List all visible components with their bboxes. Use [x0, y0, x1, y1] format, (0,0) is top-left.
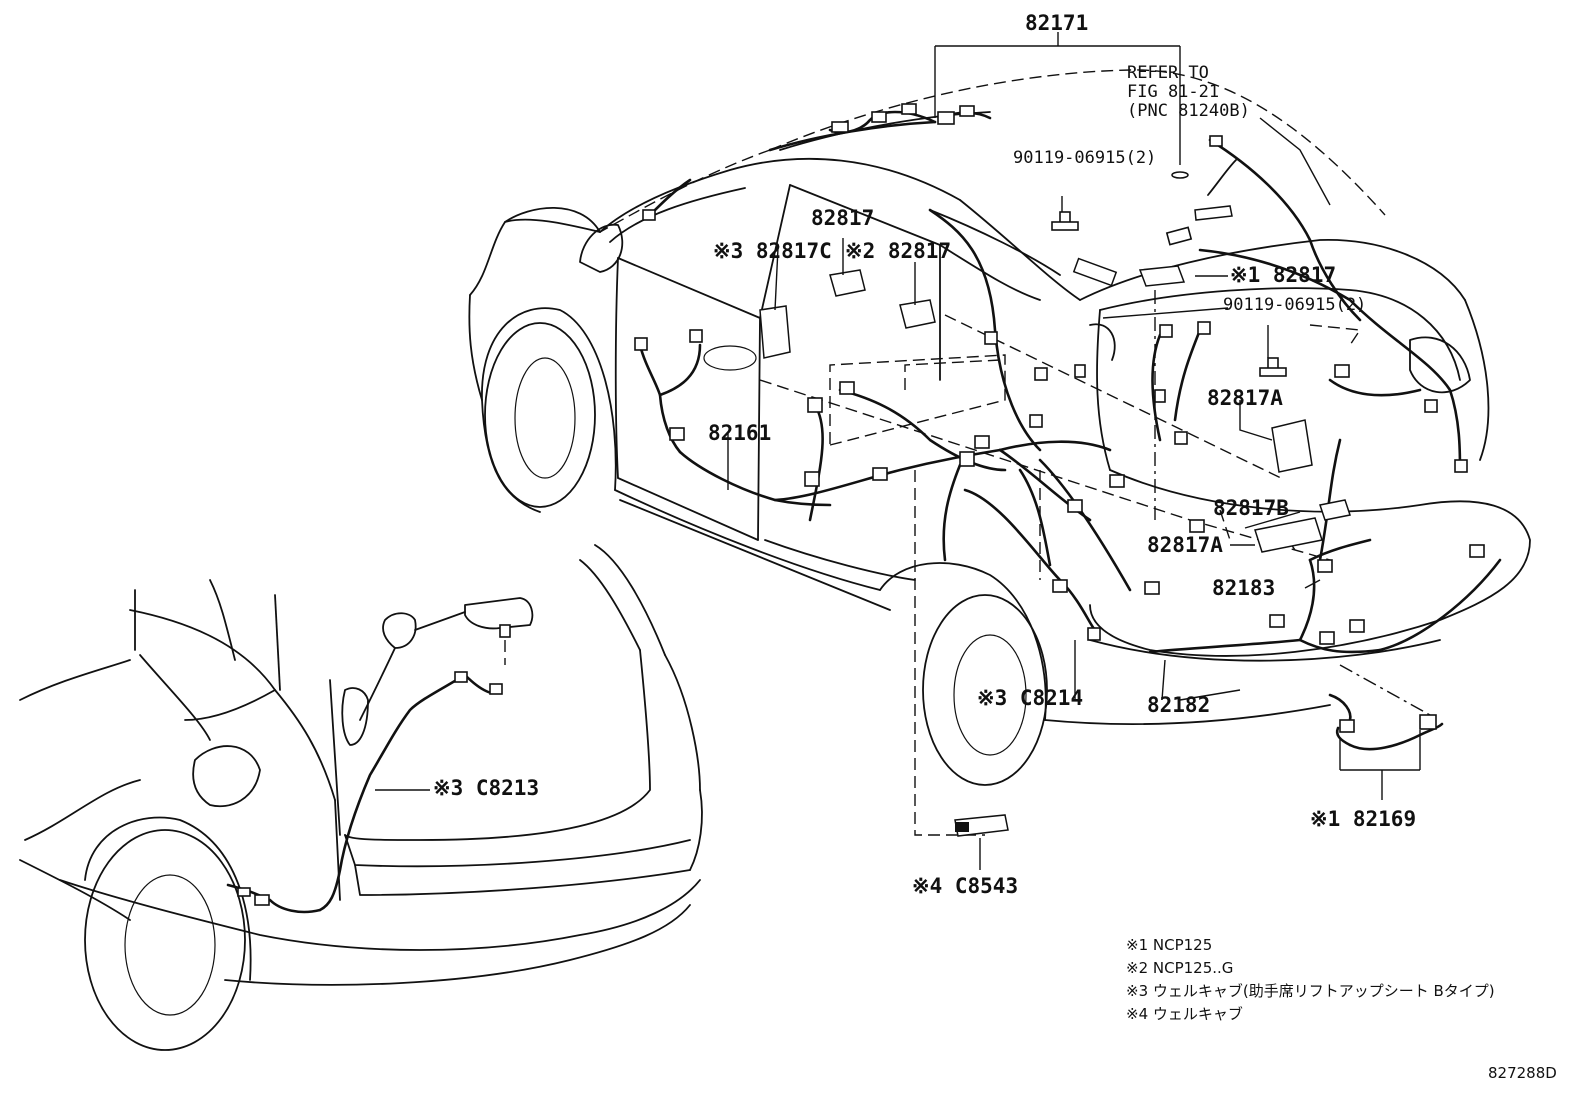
note-1: ※1 NCP125 — [1126, 936, 1212, 954]
callout-82817b: 82817B — [1213, 496, 1289, 520]
notes-legend: ※1 NCP125 ※2 NCP125..G ※3 ウェルキャブ(助手席リフトア… — [1126, 936, 1557, 1082]
note-3: ※3 ウェルキャブ(助手席リフトアップシート Bタイプ) — [1126, 982, 1495, 1000]
callout-82182: 82182 — [1147, 693, 1210, 717]
pads — [759, 159, 1351, 837]
callout-82817c: ※3 82817C — [713, 239, 832, 263]
figure-code: 827288D — [1488, 1064, 1557, 1082]
callout-c8213: ※3 C8213 — [433, 776, 539, 800]
callout-82161: 82161 — [708, 421, 771, 445]
callout-labels: 82171 REFER TO FIG 81-21 (PNC 81240B) 90… — [433, 11, 1416, 898]
callout-refer-line3: (PNC 81240B) — [1127, 101, 1250, 121]
callout-82817a-lower: 82817A — [1147, 533, 1223, 557]
inset-rear-view — [19, 544, 703, 1051]
callout-c8214: ※3 C8214 — [977, 686, 1083, 710]
callout-82817: 82817 — [811, 206, 874, 230]
note-4: ※4 ウェルキャブ — [1126, 1005, 1243, 1023]
callout-refer-line1: REFER TO — [1127, 63, 1209, 83]
bolt-upper — [1051, 211, 1079, 231]
callout-bolt-rear: 90119-06915(2) — [1223, 295, 1366, 315]
leader-lines — [375, 32, 1421, 870]
bolt-rear — [1259, 357, 1287, 377]
callout-82169: ※1 82169 — [1310, 807, 1416, 831]
callout-82171: 82171 — [1025, 11, 1088, 35]
connectors — [634, 103, 1485, 733]
callout-bolt-upper: 90119-06915(2) — [1013, 148, 1156, 168]
vehicle-body-main — [468, 69, 1531, 786]
note-2: ※2 NCP125..G — [1126, 959, 1233, 977]
callout-refer-line2: FIG 81-21 — [1127, 82, 1219, 102]
callout-c8543: ※4 C8543 — [912, 874, 1018, 898]
callout-82183: 82183 — [1212, 576, 1275, 600]
callout-82817a-upper: 82817A — [1207, 386, 1283, 410]
antenna-icon — [1194, 159, 1237, 221]
callout-82817-n2: ※2 82817 — [845, 239, 951, 263]
callout-82817-n1: ※1 82817 — [1230, 263, 1336, 287]
